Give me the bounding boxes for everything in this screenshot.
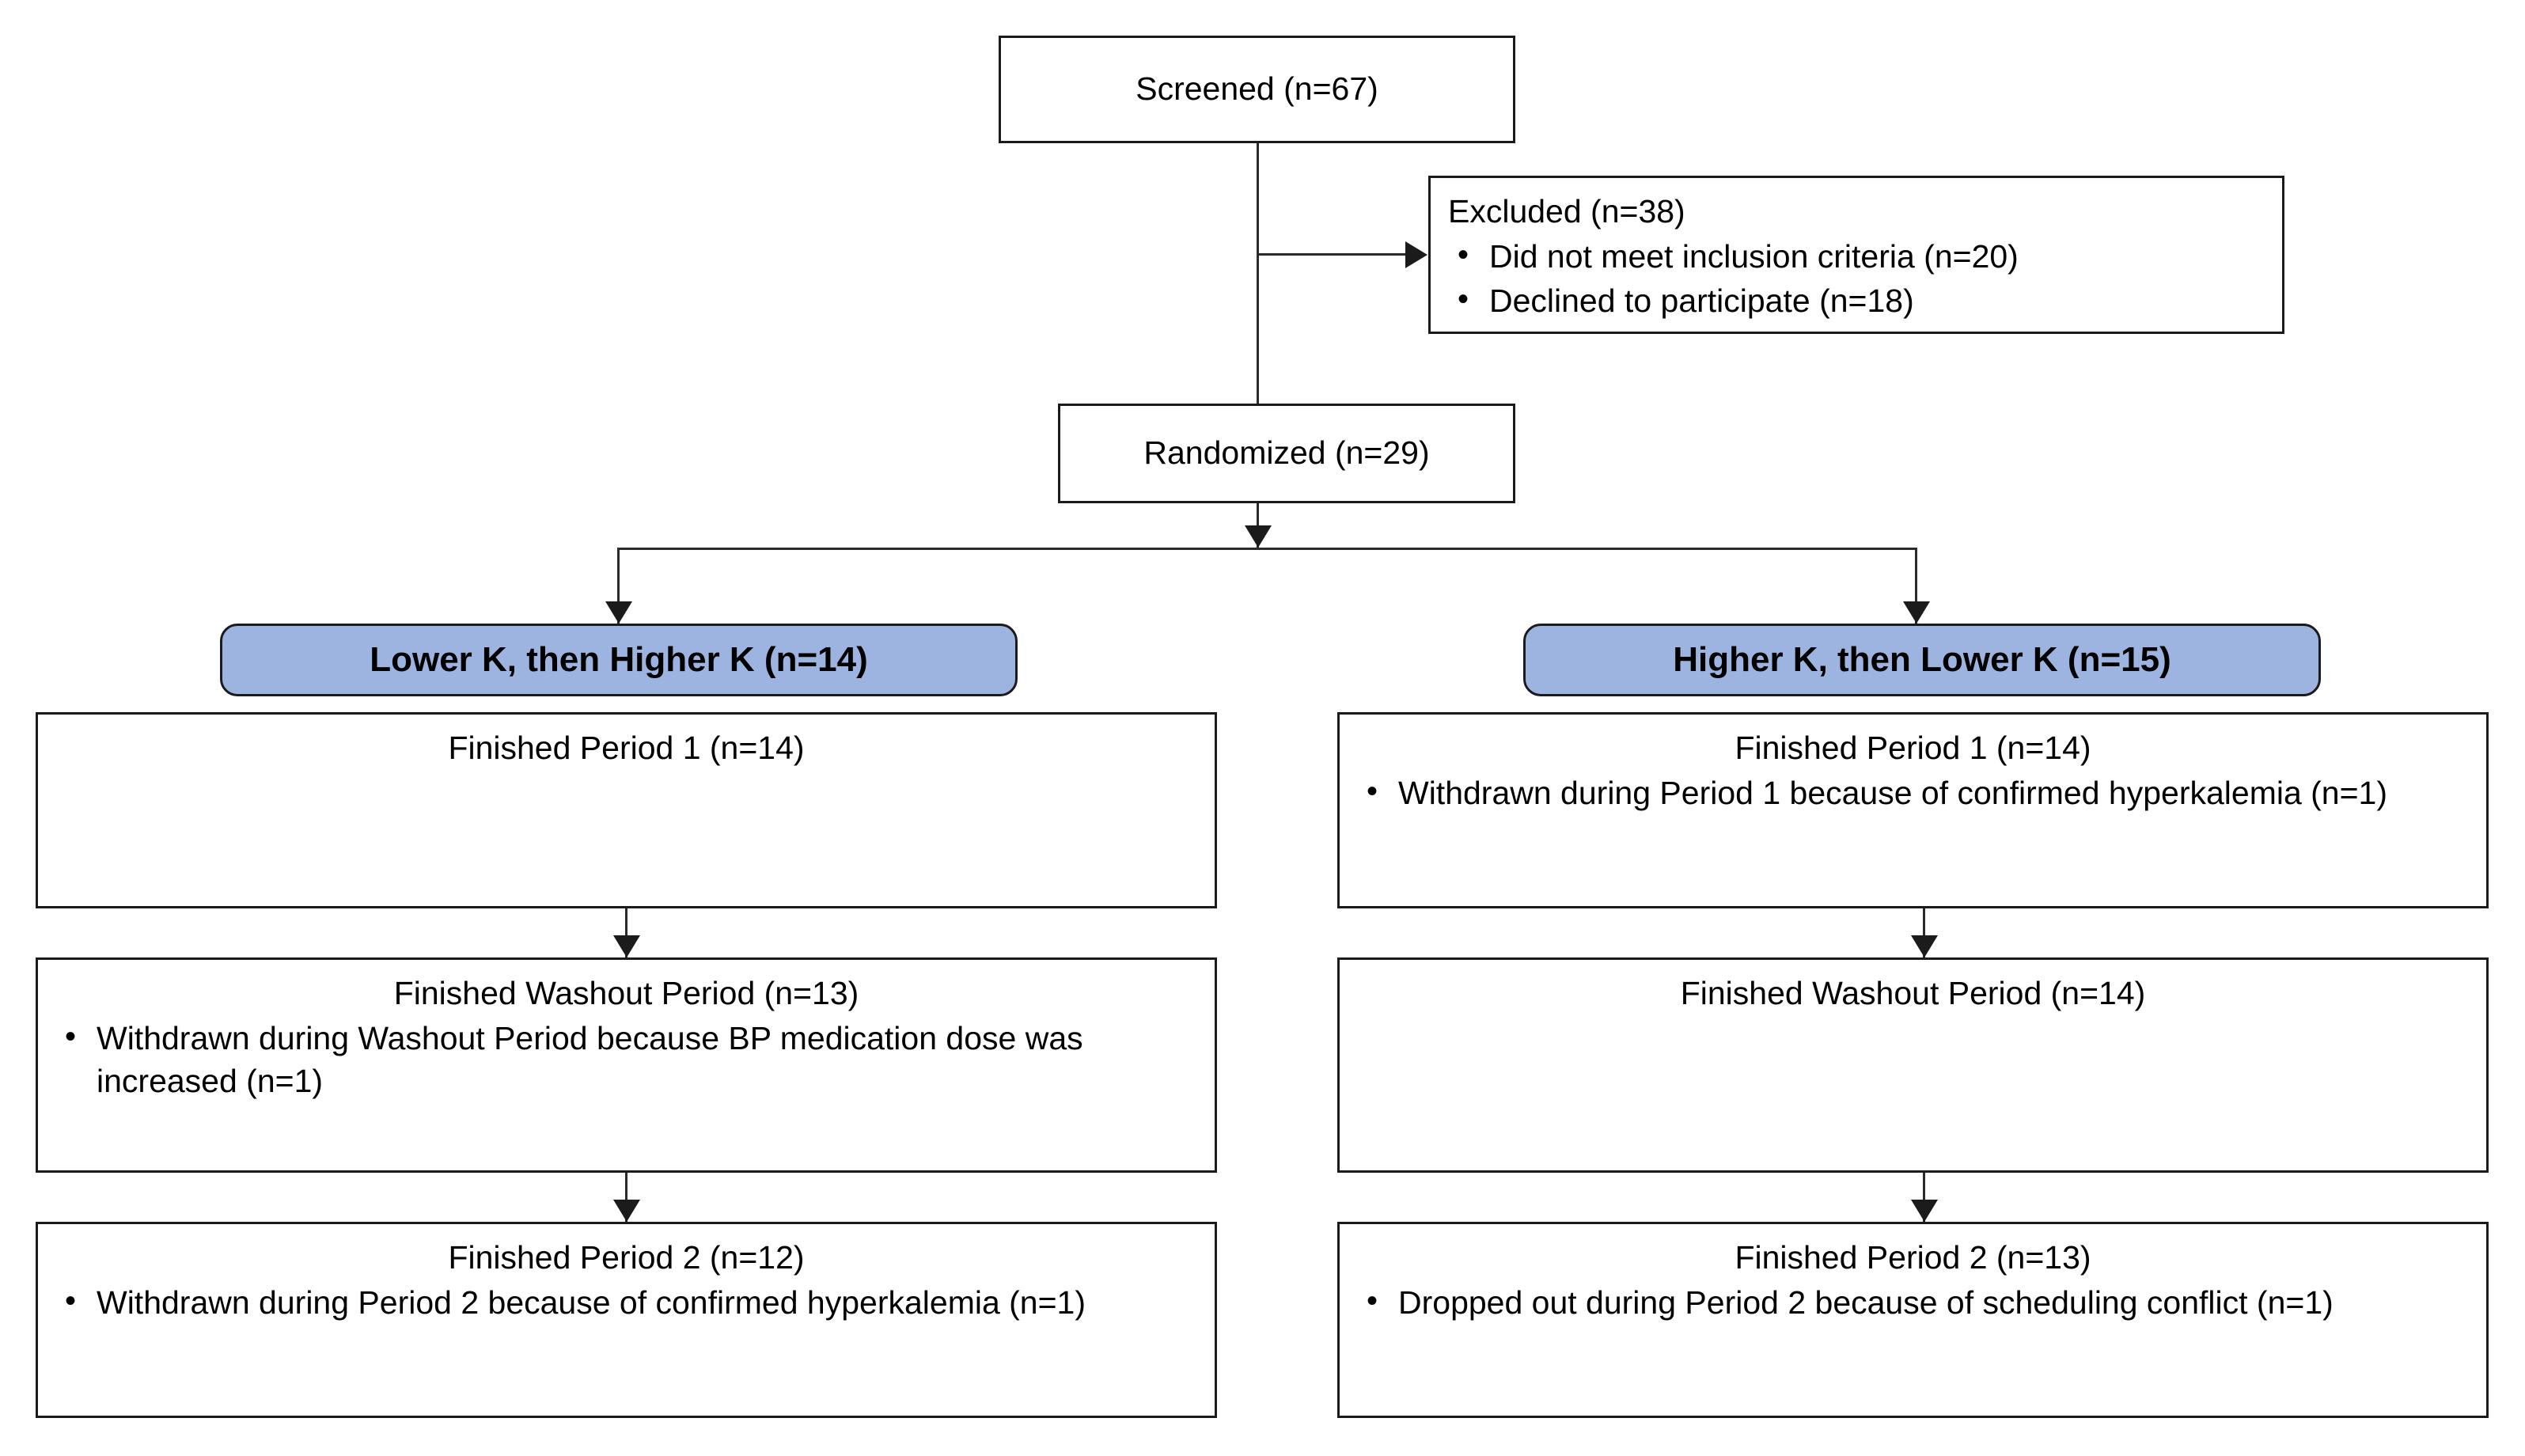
list-item: Dropped out during Period 2 because of s…: [1357, 1280, 2469, 1324]
list-item: Withdrawn during Period 1 because of con…: [1357, 771, 2469, 814]
node-randomized-title: Randomized (n=29): [1143, 434, 1430, 472]
connector-right-washout-to-p2: [1923, 1173, 1925, 1222]
list-item: Declined to participate (n=18): [1448, 279, 2265, 322]
node-right-period1: Finished Period 1 (n=14) Withdrawn durin…: [1337, 712, 2489, 908]
node-left-washout-bullets: Withdrawn during Washout Period because …: [55, 1016, 1197, 1102]
connector-split-right: [1915, 548, 1917, 624]
arrowhead-right-washout: [1911, 935, 1938, 957]
node-excluded: Excluded (n=38) Did not meet inclusion c…: [1428, 176, 2284, 334]
connector-left-washout-to-p2: [625, 1173, 627, 1222]
arrowhead-left-washout: [613, 935, 640, 957]
connector-left-p1-to-washout: [625, 908, 627, 957]
list-item: Withdrawn during Washout Period because …: [55, 1016, 1197, 1102]
node-left-period1-title: Finished Period 1 (n=14): [448, 730, 805, 766]
node-screened-title: Screened (n=67): [1135, 70, 1378, 108]
list-item: Did not meet inclusion criteria (n=20): [1448, 234, 2265, 278]
arm-header-left-label: Lower K, then Higher K (n=14): [370, 640, 868, 679]
node-right-washout-title: Finished Washout Period (n=14): [1680, 975, 2146, 1011]
node-right-period2-bullets: Dropped out during Period 2 because of s…: [1357, 1280, 2469, 1324]
node-right-washout: Finished Washout Period (n=14): [1337, 957, 2489, 1173]
connector-screened-to-randomized: [1257, 143, 1259, 404]
node-left-period2-title: Finished Period 2 (n=12): [448, 1239, 805, 1276]
node-right-period1-bullets: Withdrawn during Period 1 because of con…: [1357, 771, 2469, 814]
arrowhead-to-excluded: [1405, 241, 1427, 268]
arrowhead-left-period2: [613, 1200, 640, 1222]
arrowhead-randomized-split: [1245, 525, 1272, 548]
node-excluded-bullets: Did not meet inclusion criteria (n=20) D…: [1448, 234, 2265, 322]
connector-split-bar: [617, 548, 1915, 550]
node-right-period2-title: Finished Period 2 (n=13): [1735, 1239, 2091, 1276]
arrowhead-right-period2: [1911, 1200, 1938, 1222]
node-screened: Screened (n=67): [999, 36, 1515, 143]
node-left-washout: Finished Washout Period (n=13) Withdrawn…: [36, 957, 1217, 1173]
node-left-period2-bullets: Withdrawn during Period 2 because of con…: [55, 1280, 1197, 1324]
node-left-washout-title: Finished Washout Period (n=13): [393, 975, 859, 1011]
list-item: Withdrawn during Period 2 because of con…: [55, 1280, 1197, 1324]
arm-header-right: Higher K, then Lower K (n=15): [1523, 624, 2321, 696]
node-left-period1: Finished Period 1 (n=14): [36, 712, 1217, 908]
connector-screened-to-excluded: [1257, 253, 1407, 256]
connector-right-p1-to-washout: [1923, 908, 1925, 957]
arrowhead-arm-right: [1903, 601, 1930, 624]
node-right-period2: Finished Period 2 (n=13) Dropped out dur…: [1337, 1222, 2489, 1418]
connector-split-left: [617, 548, 620, 624]
arm-header-right-label: Higher K, then Lower K (n=15): [1673, 640, 2171, 679]
node-randomized: Randomized (n=29): [1058, 404, 1515, 503]
arrowhead-arm-left: [605, 601, 632, 624]
node-right-period1-title: Finished Period 1 (n=14): [1735, 730, 2091, 766]
node-left-period2: Finished Period 2 (n=12) Withdrawn durin…: [36, 1222, 1217, 1418]
node-excluded-title: Excluded (n=38): [1448, 193, 1685, 229]
arm-header-left: Lower K, then Higher K (n=14): [220, 624, 1018, 696]
